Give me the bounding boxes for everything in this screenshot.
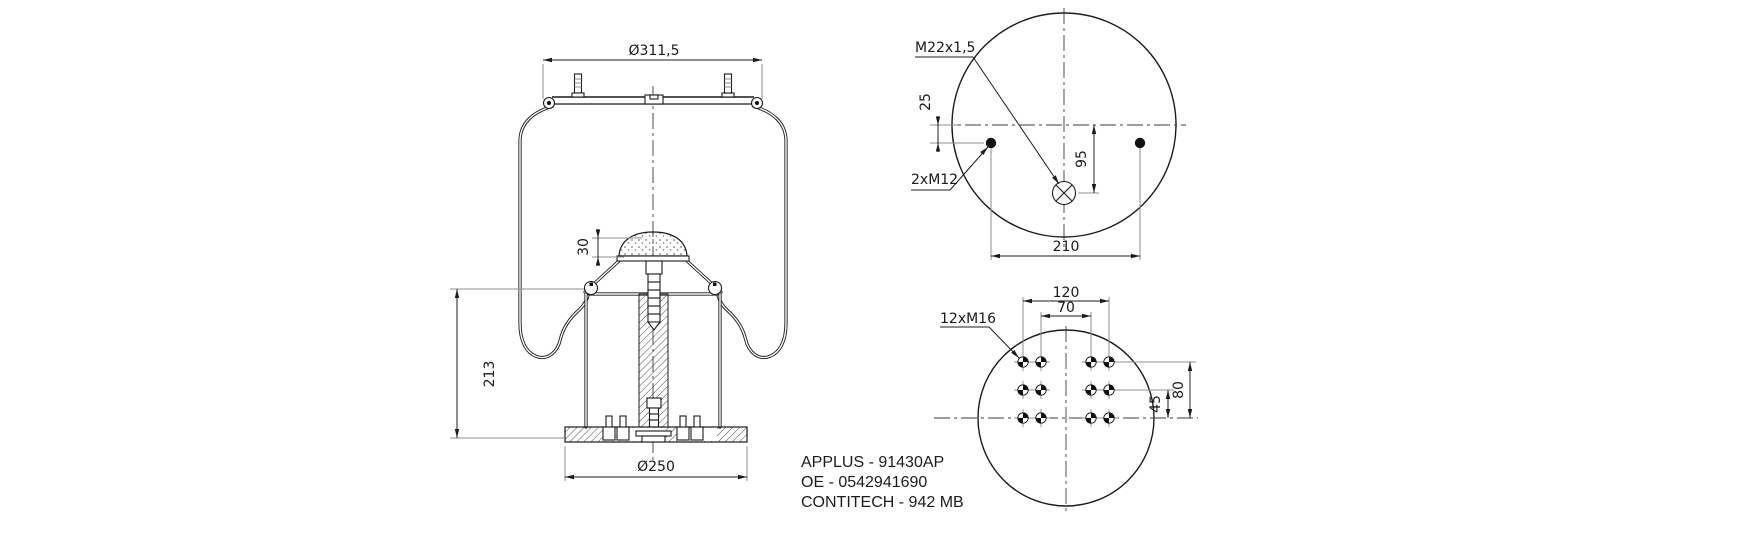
dim-label-piston-diameter: Ø250 xyxy=(637,459,675,475)
dim-fitting-offset: 95 xyxy=(1074,125,1099,194)
piston-bead-left xyxy=(583,280,599,296)
bolt-hole xyxy=(1031,380,1051,400)
piston-bead-right xyxy=(707,280,723,296)
stud-dot-left xyxy=(985,137,997,149)
dim-top-row-offset: 80 xyxy=(1171,362,1193,418)
top-view: M22x1,5 2xM12 25 95 xyxy=(911,8,1186,260)
bottom-plate xyxy=(564,415,748,443)
bolt-hole xyxy=(1013,380,1033,400)
bottom-view: 120 70 12xM16 45 80 xyxy=(934,285,1198,512)
dim-label-piston-height: 213 xyxy=(482,361,498,388)
bolt-hole xyxy=(1099,380,1119,400)
part-number-contitech: CONTITECH - 942 MB xyxy=(801,494,964,511)
dim-stud-offset: 25 xyxy=(918,93,984,152)
dim-bumper-height: 30 xyxy=(576,229,642,266)
dim-top-plate-diameter: Ø311,5 xyxy=(542,43,763,99)
bolt-hole xyxy=(1099,408,1119,428)
piston-body xyxy=(583,258,723,429)
dim-label-mid-row-offset: 45 xyxy=(1148,395,1164,413)
bolt-hole xyxy=(1031,408,1051,428)
side-section-view: Ø311,5 30 213 Ø250 xyxy=(450,43,788,481)
mounting-stud-left xyxy=(571,73,585,98)
bolt-hole xyxy=(1081,408,1101,428)
label-air-fitting-thread: M22x1,5 xyxy=(915,40,975,56)
bolt-head xyxy=(641,435,666,443)
bolt-hole xyxy=(1013,408,1033,428)
lower-bolt xyxy=(646,397,662,428)
dim-outer-hole-spacing: 120 xyxy=(1023,285,1109,304)
upper-bolt xyxy=(645,260,663,331)
stud-dot-right xyxy=(1134,137,1146,149)
dim-piston-height: 213 xyxy=(450,288,584,439)
dim-label-bumper-height: 30 xyxy=(576,238,592,256)
callout-holes: 12xM16 xyxy=(940,311,1020,359)
dim-label-inner-hole-spacing: 70 xyxy=(1057,300,1075,316)
rubber-bumper xyxy=(616,231,690,262)
dim-stud-spacing: 210 xyxy=(991,239,1140,259)
air-fitting-icon xyxy=(1051,180,1077,206)
bolt-washer xyxy=(635,430,672,437)
label-studs: 2xM12 xyxy=(911,172,958,188)
dim-label-top-row-offset: 80 xyxy=(1171,381,1187,399)
part-number-oe: OE - 0542941690 xyxy=(801,474,927,491)
label-holes: 12xM16 xyxy=(940,311,996,327)
dim-label-outer-hole-spacing: 120 xyxy=(1053,285,1080,301)
dim-label-top-diameter: Ø311,5 xyxy=(628,43,679,59)
dim-inner-hole-spacing: 70 xyxy=(1041,300,1091,319)
callout-air-fitting: M22x1,5 xyxy=(915,40,1060,185)
bolt-hole xyxy=(1031,352,1051,372)
dim-label-stud-spacing: 210 xyxy=(1053,239,1080,255)
part-number-block: APPLUS - 91430AP OE - 0542941690 CONTITE… xyxy=(801,454,964,511)
dim-label-fitting-offset: 95 xyxy=(1074,150,1090,168)
dim-label-stud-offset: 25 xyxy=(918,93,934,111)
top-plate xyxy=(542,94,764,110)
mounting-stud-right xyxy=(721,73,735,98)
dim-piston-diameter: Ø250 xyxy=(564,446,748,481)
dim-mid-row-offset: 45 xyxy=(1148,390,1171,418)
bolt-hole xyxy=(1081,380,1101,400)
bolt-hole xyxy=(1081,352,1101,372)
callout-studs: 2xM12 xyxy=(911,146,989,191)
part-number-applus: APPLUS - 91430AP xyxy=(801,454,944,471)
bolt-hole xyxy=(1099,352,1119,372)
